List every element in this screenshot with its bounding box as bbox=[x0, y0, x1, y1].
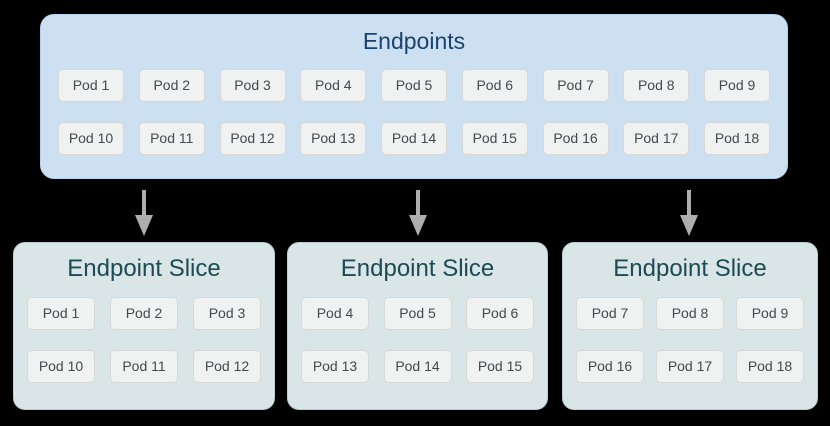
slice-pod-row-1: Pod 1 Pod 2 Pod 3 bbox=[27, 297, 261, 330]
arrow-head bbox=[680, 215, 698, 236]
pod: Pod 7 bbox=[576, 297, 644, 330]
pod: Pod 10 bbox=[58, 122, 124, 155]
pod: Pod 6 bbox=[461, 69, 528, 102]
pod: Pod 6 bbox=[466, 297, 534, 330]
pod: Pod 18 bbox=[704, 122, 770, 155]
pod: Pod 4 bbox=[300, 69, 367, 102]
down-arrow-icon bbox=[408, 190, 428, 236]
pod: Pod 16 bbox=[542, 122, 609, 155]
down-arrow-icon bbox=[134, 190, 154, 236]
arrow-head bbox=[409, 215, 427, 236]
pod: Pod 5 bbox=[383, 297, 452, 330]
endpoint-slice-title: Endpoint Slice bbox=[67, 255, 221, 282]
pod: Pod 12 bbox=[193, 350, 261, 383]
pod: Pod 15 bbox=[466, 350, 534, 383]
pod: Pod 3 bbox=[219, 69, 286, 102]
slice-pod-row-1: Pod 7 Pod 8 Pod 9 bbox=[576, 297, 804, 330]
pod: Pod 11 bbox=[138, 122, 205, 155]
pod: Pod 8 bbox=[623, 69, 690, 102]
arrow-stem bbox=[687, 190, 691, 218]
pod: Pod 11 bbox=[110, 350, 178, 383]
pod: Pod 14 bbox=[383, 350, 452, 383]
down-arrow-icon bbox=[679, 190, 699, 236]
pod: Pod 10 bbox=[27, 350, 95, 383]
arrow-head bbox=[135, 215, 153, 236]
pod: Pod 17 bbox=[656, 350, 724, 383]
pod: Pod 7 bbox=[542, 69, 609, 102]
endpoint-slice-title: Endpoint Slice bbox=[613, 255, 767, 282]
pod: Pod 4 bbox=[301, 297, 369, 330]
arrow-stem bbox=[142, 190, 146, 218]
pod: Pod 12 bbox=[219, 122, 286, 155]
slice-pod-row-1: Pod 4 Pod 5 Pod 6 bbox=[301, 297, 534, 330]
pod: Pod 5 bbox=[381, 69, 447, 102]
pod: Pod 13 bbox=[300, 122, 367, 155]
arrow-stem bbox=[416, 190, 420, 218]
endpoints-pod-row-1: Pod 1 Pod 2 Pod 3 Pod 4 Pod 5 Pod 6 Pod … bbox=[58, 69, 770, 102]
pod: Pod 14 bbox=[381, 122, 447, 155]
pod: Pod 13 bbox=[301, 350, 369, 383]
pod: Pod 3 bbox=[193, 297, 261, 330]
pod: Pod 1 bbox=[27, 297, 95, 330]
pod: Pod 1 bbox=[58, 69, 124, 102]
pod: Pod 2 bbox=[138, 69, 205, 102]
slice-pod-row-2: Pod 13 Pod 14 Pod 15 bbox=[301, 350, 534, 383]
pod: Pod 9 bbox=[736, 297, 804, 330]
pod: Pod 9 bbox=[704, 69, 770, 102]
pod: Pod 2 bbox=[110, 297, 178, 330]
endpoints-box: Endpoints Pod 1 Pod 2 Pod 3 Pod 4 Pod 5 … bbox=[40, 14, 788, 179]
endpoint-slice-box-1: Endpoint Slice Pod 1 Pod 2 Pod 3 Pod 10 … bbox=[13, 242, 275, 410]
pod: Pod 16 bbox=[576, 350, 644, 383]
pod: Pod 17 bbox=[623, 122, 690, 155]
pod: Pod 18 bbox=[736, 350, 804, 383]
endpoint-slice-box-3: Endpoint Slice Pod 7 Pod 8 Pod 9 Pod 16 … bbox=[562, 242, 818, 410]
endpoints-pod-row-2: Pod 10 Pod 11 Pod 12 Pod 13 Pod 14 Pod 1… bbox=[58, 122, 770, 155]
slice-pod-row-2: Pod 16 Pod 17 Pod 18 bbox=[576, 350, 804, 383]
endpoint-slice-box-2: Endpoint Slice Pod 4 Pod 5 Pod 6 Pod 13 … bbox=[287, 242, 548, 410]
endpoint-slice-title: Endpoint Slice bbox=[340, 255, 495, 282]
pod: Pod 8 bbox=[656, 297, 724, 330]
slice-pod-row-2: Pod 10 Pod 11 Pod 12 bbox=[27, 350, 261, 383]
pod: Pod 15 bbox=[461, 122, 528, 155]
endpoints-title: Endpoints bbox=[362, 28, 466, 54]
